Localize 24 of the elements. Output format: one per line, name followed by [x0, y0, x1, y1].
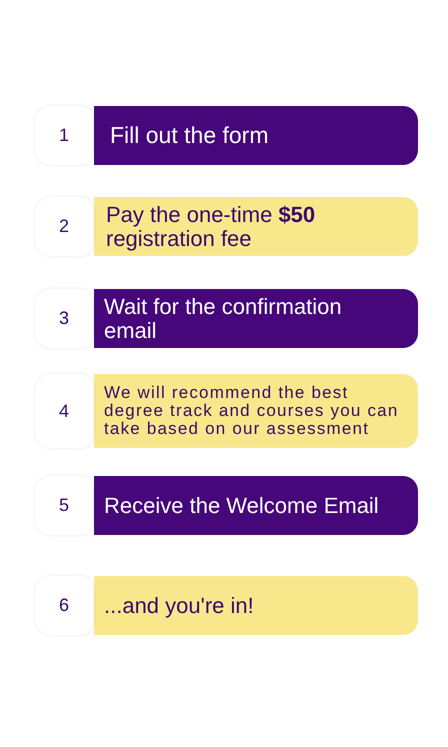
- step-bar: [94, 106, 418, 165]
- number-tab: [35, 476, 93, 535]
- number-tab: [35, 289, 93, 348]
- number-tab: [35, 106, 93, 165]
- step-bar: [94, 197, 418, 256]
- step-bar: [94, 476, 418, 535]
- number-tab: [35, 576, 93, 635]
- step-bar: [94, 576, 418, 635]
- step-number: 4: [58, 400, 69, 422]
- step-number: 3: [58, 308, 69, 329]
- step-number: 5: [58, 495, 69, 516]
- number-tab: [35, 374, 93, 448]
- step-text: Pay the one-time $50 registration fee: [106, 203, 316, 250]
- step-number: 2: [58, 216, 69, 237]
- step-bar: [94, 289, 418, 348]
- step-number: 1: [58, 125, 69, 146]
- step-text: Wait for the confirmation email: [104, 295, 343, 342]
- step-text: Fill out the form: [110, 123, 268, 148]
- step-text: ...and you're in!: [104, 594, 254, 618]
- step-bar: [94, 374, 418, 448]
- step-text: Receive the Welcome Email: [104, 494, 379, 518]
- step-text: We will recommend the best degree track and courses you can take based on our assessment: [104, 384, 400, 438]
- step-number: 6: [58, 595, 69, 616]
- number-tab: [35, 197, 93, 256]
